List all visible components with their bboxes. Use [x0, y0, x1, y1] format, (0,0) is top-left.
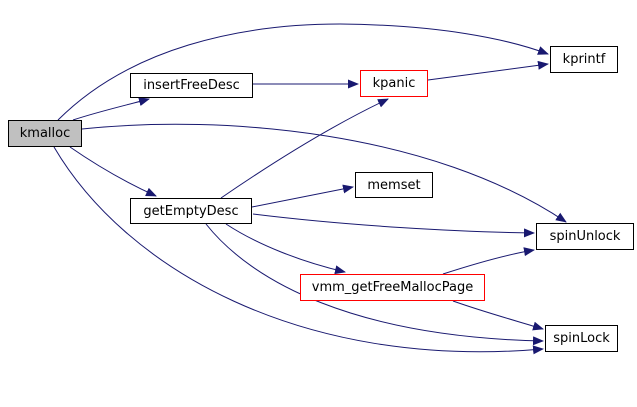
node-insertFreeDesc[interactable]: insertFreeDesc [130, 73, 253, 98]
edge-vmm_getFreeMallocPage-spinLock [452, 300, 544, 331]
node-label: kprintf [562, 52, 606, 67]
node-spinLock[interactable]: spinLock [545, 325, 618, 352]
node-memset[interactable]: memset [355, 172, 433, 198]
edge-kmalloc-insertFreeDesc [72, 97, 150, 121]
node-label: spinLock [553, 331, 610, 346]
edge-kmalloc-kprintf [57, 23, 549, 121]
node-label: vmm_getFreeMallocPage [311, 280, 474, 295]
node-label: getEmptyDesc [143, 203, 239, 219]
edge-getEmptyDesc-kpanic [220, 98, 389, 199]
node-kmalloc: kmalloc [8, 120, 82, 147]
edge-vmm_getFreeMallocPage-spinUnlock [442, 247, 535, 275]
edge-kmalloc-getEmptyDesc [69, 146, 157, 197]
edge-kmalloc-spinLock [53, 146, 544, 355]
node-spinUnlock[interactable]: spinUnlock [536, 223, 634, 250]
edge-kmalloc-spinUnlock [81, 123, 567, 223]
node-kprintf[interactable]: kprintf [550, 46, 618, 73]
node-kpanic[interactable]: kpanic [360, 70, 428, 97]
edge-kpanic-kprintf [427, 60, 549, 81]
node-label: kpanic [372, 76, 416, 91]
edge-getEmptyDesc-spinLock [205, 223, 544, 346]
node-getEmptyDesc[interactable]: getEmptyDesc [130, 198, 252, 224]
node-label: spinUnlock [549, 229, 621, 244]
edge-getEmptyDesc-spinUnlock [252, 213, 535, 238]
edge-getEmptyDesc-vmm_getFreeMallocPage [225, 223, 346, 275]
node-label: kmalloc [19, 126, 71, 141]
edge-getEmptyDesc-memset [251, 184, 354, 208]
node-vmm_getFreeMallocPage[interactable]: vmm_getFreeMallocPage [300, 274, 485, 301]
node-label: insertFreeDesc [143, 78, 240, 93]
node-label: memset [367, 177, 421, 193]
